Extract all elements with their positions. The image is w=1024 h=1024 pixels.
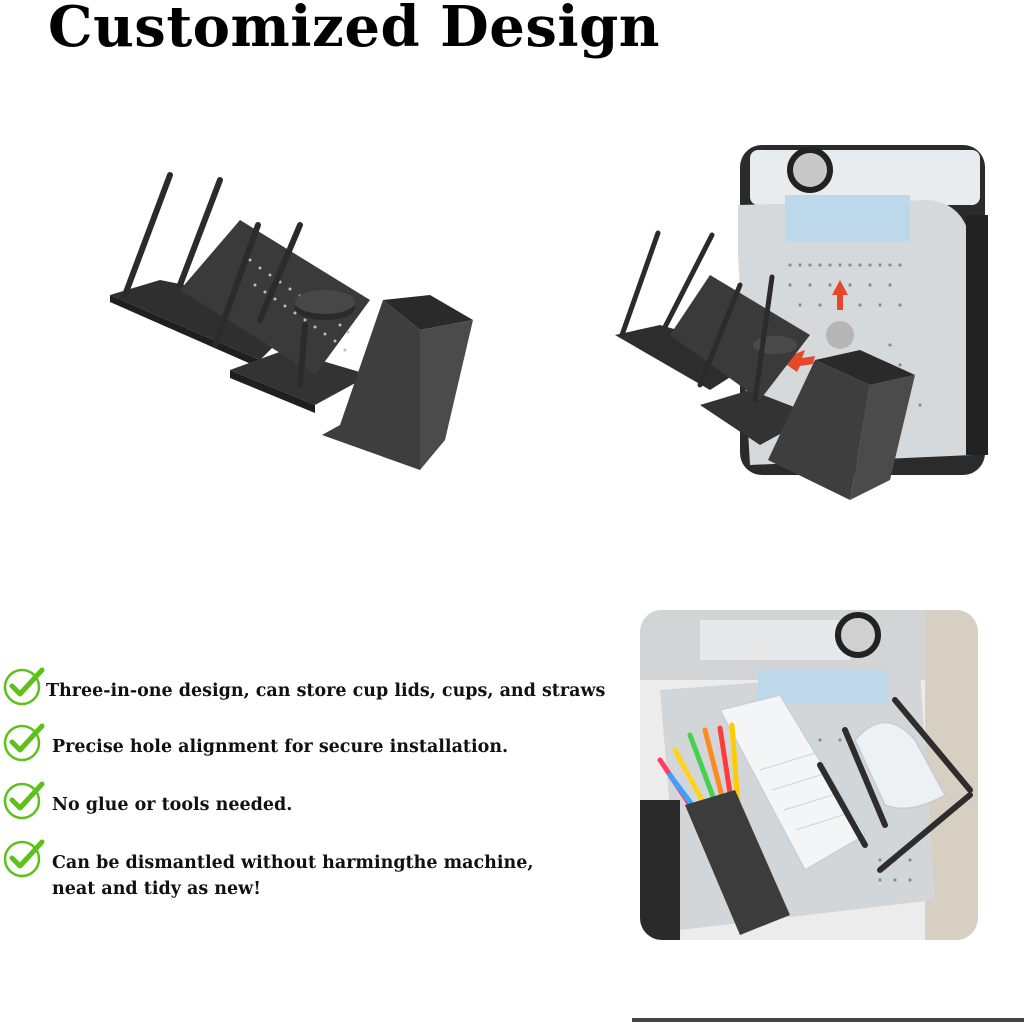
feature-text: Three-in-one design, can store cup lids,… xyxy=(46,681,606,701)
installed-photo xyxy=(600,145,990,505)
feature-item-dismantle: Can be dismantled without harmingthe mac… xyxy=(0,836,533,902)
product-render xyxy=(100,160,490,480)
in-use-illustration xyxy=(640,610,978,940)
feature-item-hole-alignment: Precise hole alignment for secure instal… xyxy=(0,720,508,762)
feature-text: No glue or tools needed. xyxy=(52,795,293,815)
check-icon xyxy=(3,667,45,706)
feature-item-no-glue: No glue or tools needed. xyxy=(0,778,292,820)
page-title: Customized Design xyxy=(48,0,661,60)
feature-text: Precise hole alignment for secure instal… xyxy=(52,737,509,757)
check-icon xyxy=(3,781,45,820)
machine-install-illustration xyxy=(615,145,988,500)
feature-text: Can be dismantled without harmingthe mac… xyxy=(52,853,534,873)
feature-text-line2: neat and tidy as new! xyxy=(52,879,261,899)
feature-item-three-in-one: Three-in-one design, can store cup lids,… xyxy=(0,664,605,706)
divider xyxy=(632,1018,1024,1022)
check-icon xyxy=(3,723,45,762)
check-icon xyxy=(3,839,45,878)
holder-illustration xyxy=(110,172,473,470)
in-use-photo xyxy=(640,610,978,940)
